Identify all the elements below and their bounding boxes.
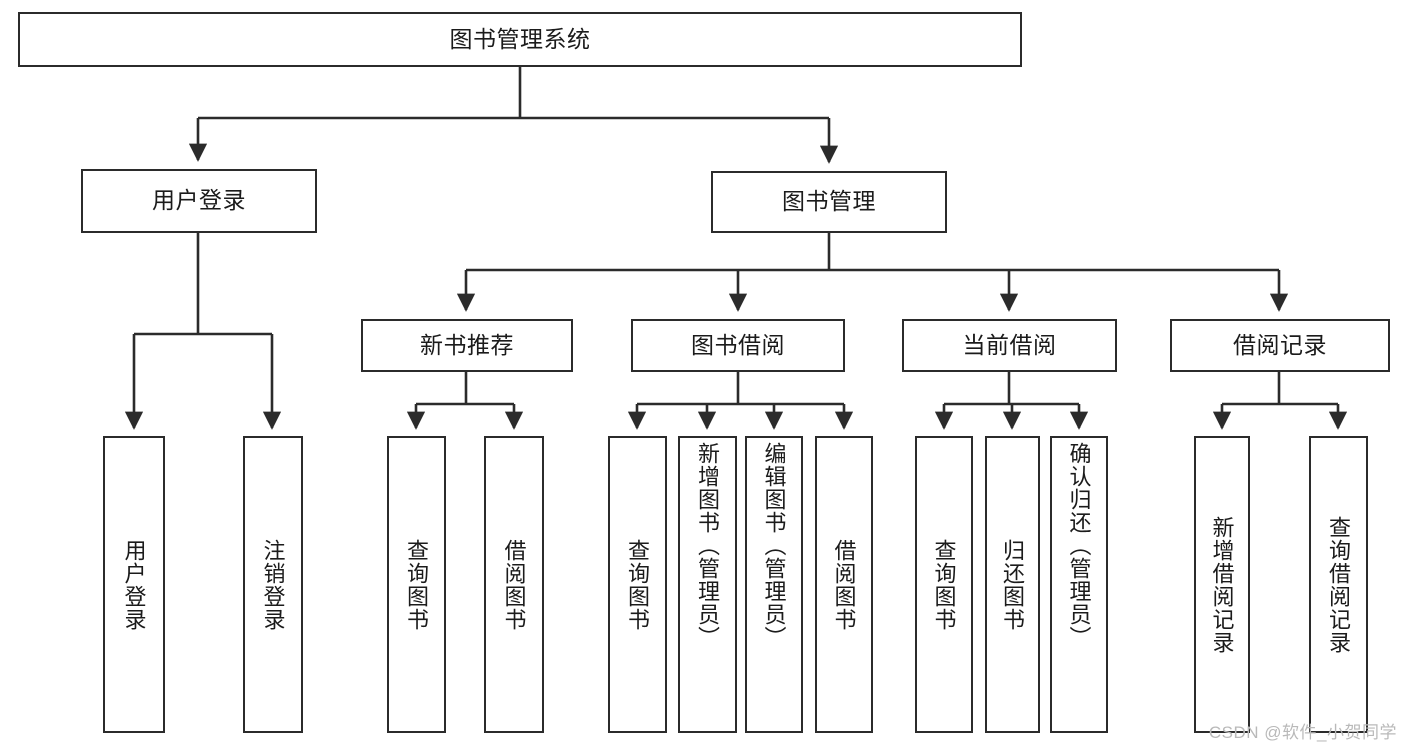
leaf-borrow-book-borrowing[interactable]: 借阅图书 <box>815 436 873 733</box>
node-borrowing-record[interactable]: 借阅记录 <box>1170 319 1390 372</box>
node-label: 注销登录 <box>260 538 286 631</box>
node-label: 编辑图书（管理员） <box>761 442 787 649</box>
leaf-query-book-current[interactable]: 查询图书 <box>915 436 973 733</box>
node-book-management[interactable]: 图书管理 <box>711 171 947 233</box>
leaf-logout[interactable]: 注销登录 <box>243 436 303 733</box>
node-label: 图书管理 <box>782 188 876 215</box>
node-label: 借阅图书 <box>831 538 857 631</box>
leaf-query-borrow-record[interactable]: 查询借阅记录 <box>1309 436 1368 733</box>
node-label: 查询图书 <box>404 538 430 631</box>
leaf-borrow-book-recommendation[interactable]: 借阅图书 <box>484 436 544 733</box>
leaf-return-book[interactable]: 归还图书 <box>985 436 1040 733</box>
leaf-query-book-recommendation[interactable]: 查询图书 <box>387 436 446 733</box>
leaf-user-login[interactable]: 用户登录 <box>103 436 165 733</box>
node-label: 新增借阅记录 <box>1209 515 1235 654</box>
node-label: 查询借阅记录 <box>1326 515 1352 654</box>
watermark: CSDN @软件_小贺同学 <box>1208 723 1397 742</box>
node-current-borrowing[interactable]: 当前借阅 <box>902 319 1117 372</box>
leaf-add-borrow-record[interactable]: 新增借阅记录 <box>1194 436 1250 733</box>
node-label: 查询图书 <box>931 538 957 631</box>
node-book-borrowing[interactable]: 图书借阅 <box>631 319 845 372</box>
node-label: 当前借阅 <box>962 331 1057 358</box>
node-label: 借阅记录 <box>1233 331 1327 358</box>
node-label: 新书推荐 <box>420 331 514 358</box>
node-new-book-recommendation[interactable]: 新书推荐 <box>361 319 573 372</box>
node-label: 查询图书 <box>625 538 651 631</box>
node-root-book-management-system[interactable]: 图书管理系统 <box>18 12 1022 67</box>
node-label: 归还图书 <box>1000 538 1026 631</box>
node-label: 用户登录 <box>121 538 147 631</box>
node-label: 借阅图书 <box>501 538 527 631</box>
node-label: 图书借阅 <box>691 331 785 358</box>
node-label: 用户登录 <box>152 187 246 214</box>
node-user-login[interactable]: 用户登录 <box>81 169 317 233</box>
leaf-edit-book-admin[interactable]: 编辑图书（管理员） <box>745 436 803 733</box>
leaf-add-book-admin[interactable]: 新增图书（管理员） <box>678 436 737 733</box>
node-label: 新增图书（管理员） <box>695 442 721 649</box>
node-label: 图书管理系统 <box>449 25 591 52</box>
leaf-query-book-borrowing[interactable]: 查询图书 <box>608 436 667 733</box>
node-label: 确认归还（管理员） <box>1066 442 1092 649</box>
leaf-confirm-return-admin[interactable]: 确认归还（管理员） <box>1050 436 1108 733</box>
